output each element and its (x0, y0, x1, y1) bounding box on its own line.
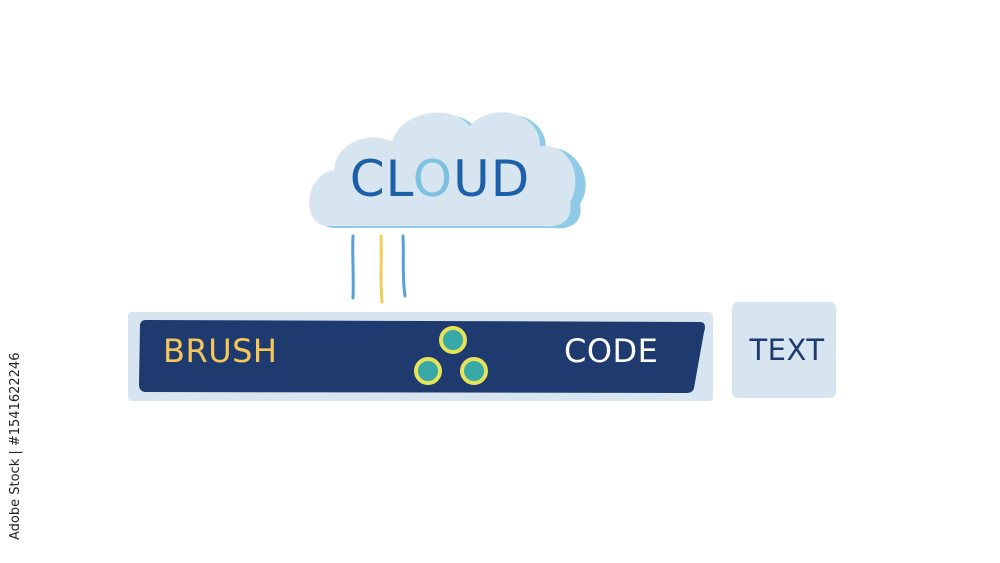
cloud-icon (309, 112, 586, 229)
stock-id-watermark: Adobe Stock | #1541622246 (8, 352, 23, 540)
connection-dots-icon (414, 326, 488, 385)
cloud-label-highlight: O (412, 150, 454, 208)
rain-line-left (351, 234, 355, 300)
brush-label: BRUSH (163, 332, 278, 370)
cloud-label-end: UD (453, 150, 531, 208)
rain-lines (351, 234, 407, 304)
dot-top (439, 326, 467, 354)
cloud-label-start: CL (349, 150, 413, 208)
code-label: CODE (564, 332, 659, 370)
bar-shape (139, 320, 705, 393)
dot-right (460, 357, 488, 385)
code-bar (138, 318, 706, 394)
cloud-label: CLOUD (300, 150, 580, 208)
cloud-graphic: CLOUD (300, 100, 590, 235)
bar-body (139, 320, 705, 393)
text-box-label: TEXT (749, 333, 825, 367)
cloud-body (309, 112, 576, 227)
dot-left (414, 357, 442, 385)
rain-line-right (401, 234, 407, 298)
rain-line-middle (379, 234, 384, 304)
text-box (732, 302, 836, 398)
